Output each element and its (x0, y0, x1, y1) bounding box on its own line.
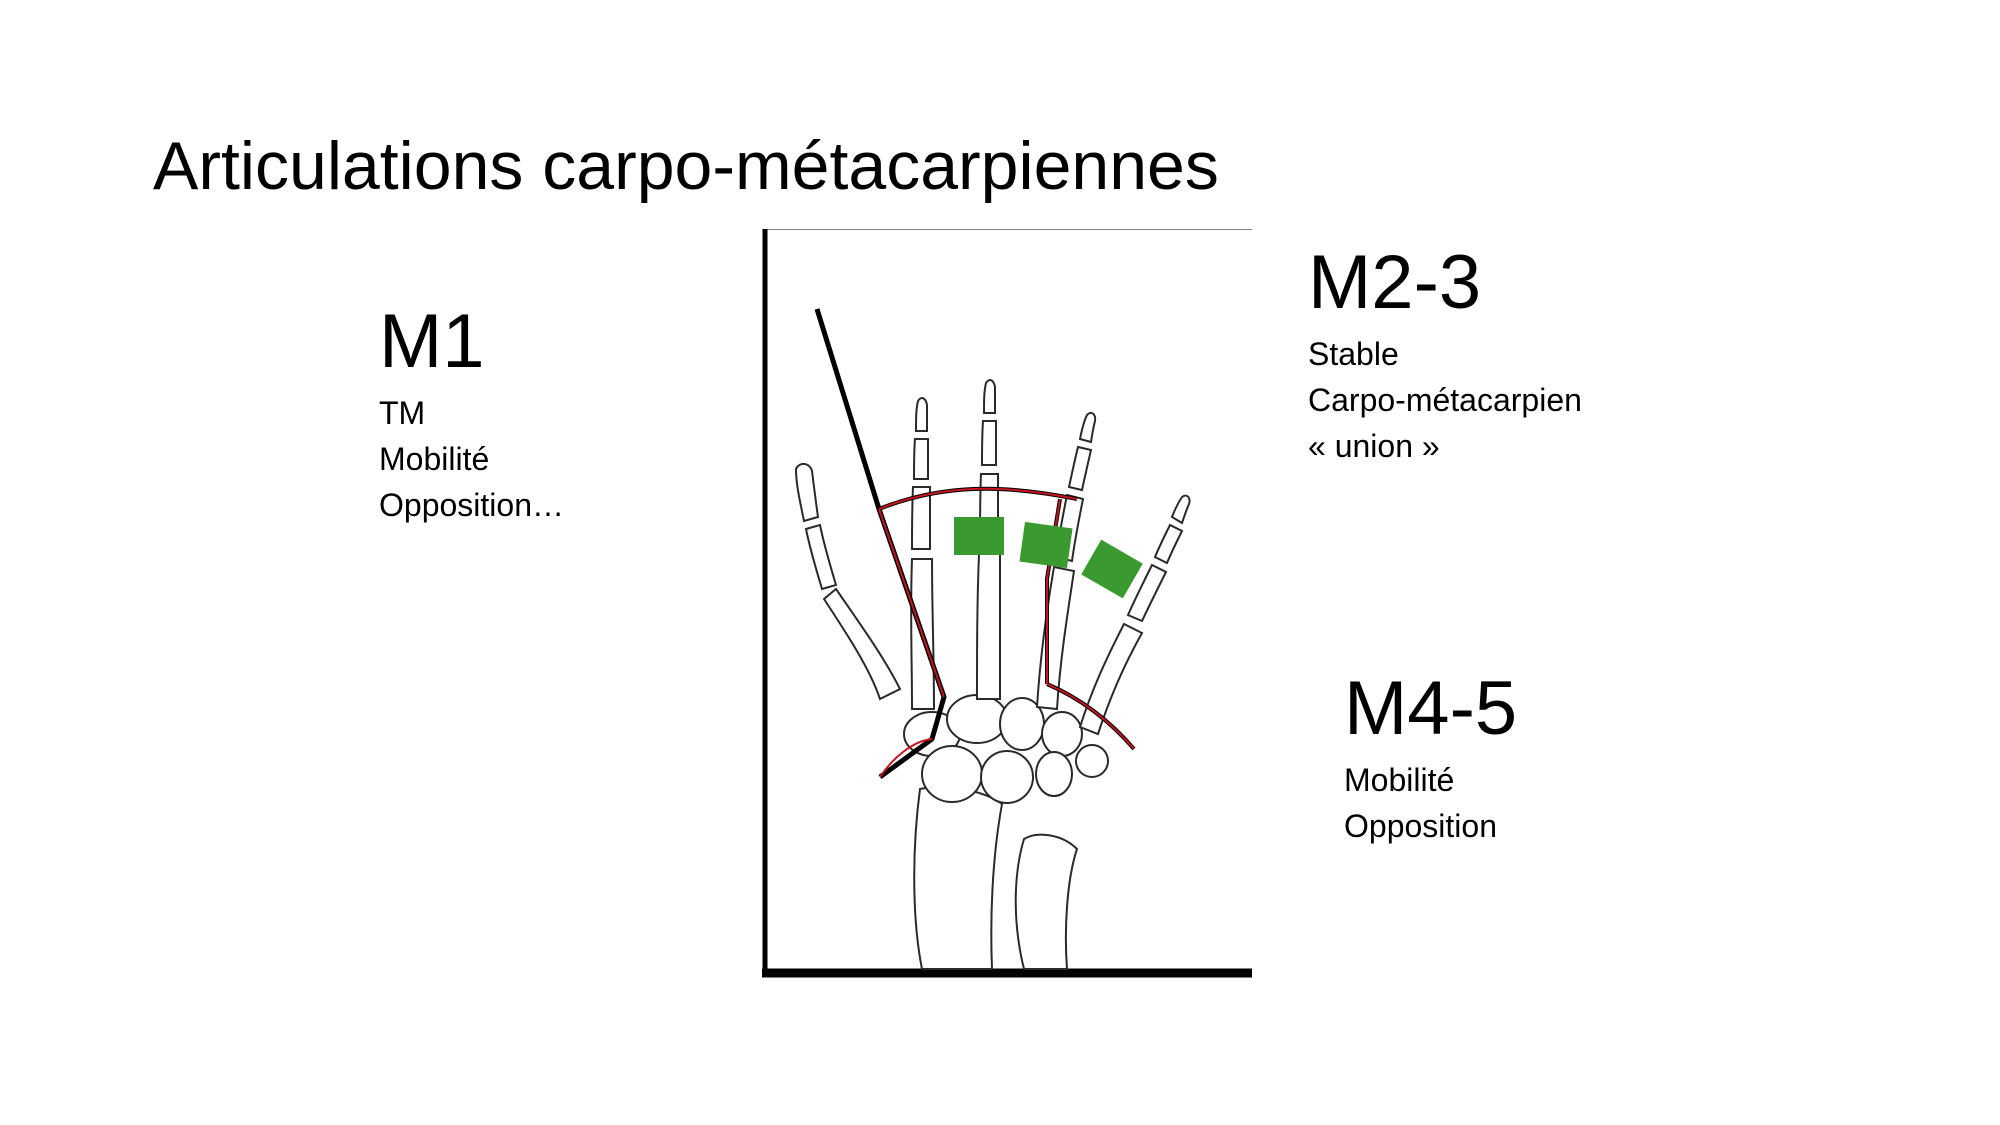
m1-line-opposition: Opposition… (379, 487, 564, 523)
m23-line-carpo: Carpo-métacarpien (1308, 382, 1582, 418)
hand-skeleton-illustration (762, 229, 1252, 978)
m45-line-opposition: Opposition (1344, 808, 1497, 844)
hand-bones (794, 379, 1191, 970)
m45-line-mobilite: Mobilité (1344, 762, 1455, 798)
m23-heading: M2-3 (1308, 240, 1482, 325)
m1-line-mobilite: Mobilité (379, 441, 490, 477)
figure-frame (762, 229, 1252, 978)
hand-skeleton-figure (762, 229, 1252, 979)
m23-line-stable: Stable (1308, 336, 1399, 372)
slide-title: Articulations carpo-métacarpiennes (153, 128, 1219, 204)
m45-block: M4-5 Mobilité Opposition (1344, 667, 1517, 849)
m1-heading: M1 (379, 299, 485, 384)
m1-line-tm: TM (379, 395, 426, 431)
m23-block: M2-3 Stable Carpo-métacarpien « union » (1308, 241, 1582, 469)
marker-m3 (1019, 521, 1073, 569)
m23-line-union: « union » (1308, 428, 1440, 464)
marker-m2 (954, 517, 1004, 555)
cmc-outlines (878, 486, 1136, 778)
m1-block: M1 TM Mobilité Opposition… (379, 300, 564, 528)
joint-markers (954, 517, 1143, 599)
marker-m4 (1081, 539, 1143, 599)
m45-heading: M4-5 (1344, 666, 1518, 751)
